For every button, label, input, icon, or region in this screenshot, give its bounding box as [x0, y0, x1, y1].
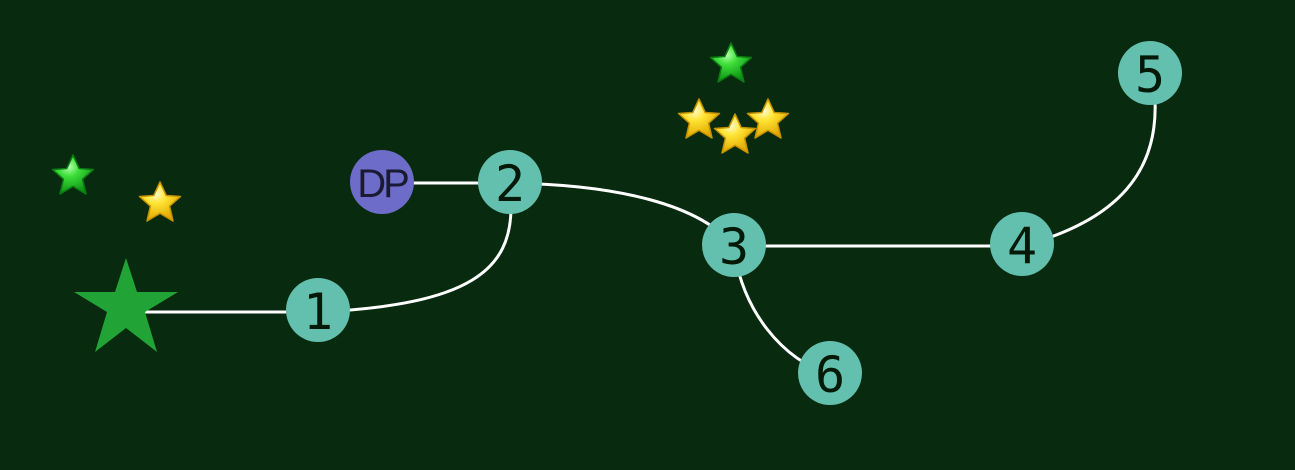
- yellow-star-icon: [138, 181, 182, 222]
- level-node-3-circle: [702, 213, 766, 277]
- level-node-5[interactable]: 5: [1118, 41, 1182, 105]
- level-node-2-label: 2: [495, 155, 525, 213]
- level-node-6-label: 6: [815, 346, 845, 404]
- level-node-6-circle: [798, 341, 862, 405]
- dp-node[interactable]: DP: [350, 150, 414, 214]
- level-node-6[interactable]: 6: [798, 341, 862, 405]
- level-node-1-label: 1: [303, 283, 333, 341]
- level-node-1[interactable]: 1: [286, 278, 350, 342]
- level-node-3[interactable]: 3: [702, 213, 766, 277]
- level-node-2[interactable]: 2: [478, 150, 542, 214]
- level-node-5-label: 5: [1135, 46, 1165, 104]
- level-node-4-circle: [990, 212, 1054, 276]
- level-node-5-circle: [1118, 41, 1182, 105]
- star-group-top: [677, 42, 790, 154]
- path-2-to-3: [510, 181, 736, 247]
- level-node-4-label: 4: [1007, 217, 1037, 275]
- yellow-star-icon: [677, 98, 721, 139]
- level-node-3-label: 3: [719, 218, 749, 276]
- star-group-left: [51, 154, 182, 222]
- path-1-to-2: [317, 204, 513, 314]
- dp-node-circle: [350, 150, 414, 214]
- dp-node-label: DP: [357, 162, 408, 206]
- yellow-star-icon: [746, 98, 790, 139]
- green-star-icon: [709, 42, 753, 83]
- green-star-icon: [51, 154, 95, 195]
- level-node-1-circle: [286, 278, 350, 342]
- level-node-2-circle: [478, 150, 542, 214]
- yellow-star-icon: [713, 113, 757, 154]
- path-4-to-5: [1021, 99, 1157, 248]
- level-node-4[interactable]: 4: [990, 212, 1054, 276]
- start-star-icon[interactable]: [74, 258, 178, 352]
